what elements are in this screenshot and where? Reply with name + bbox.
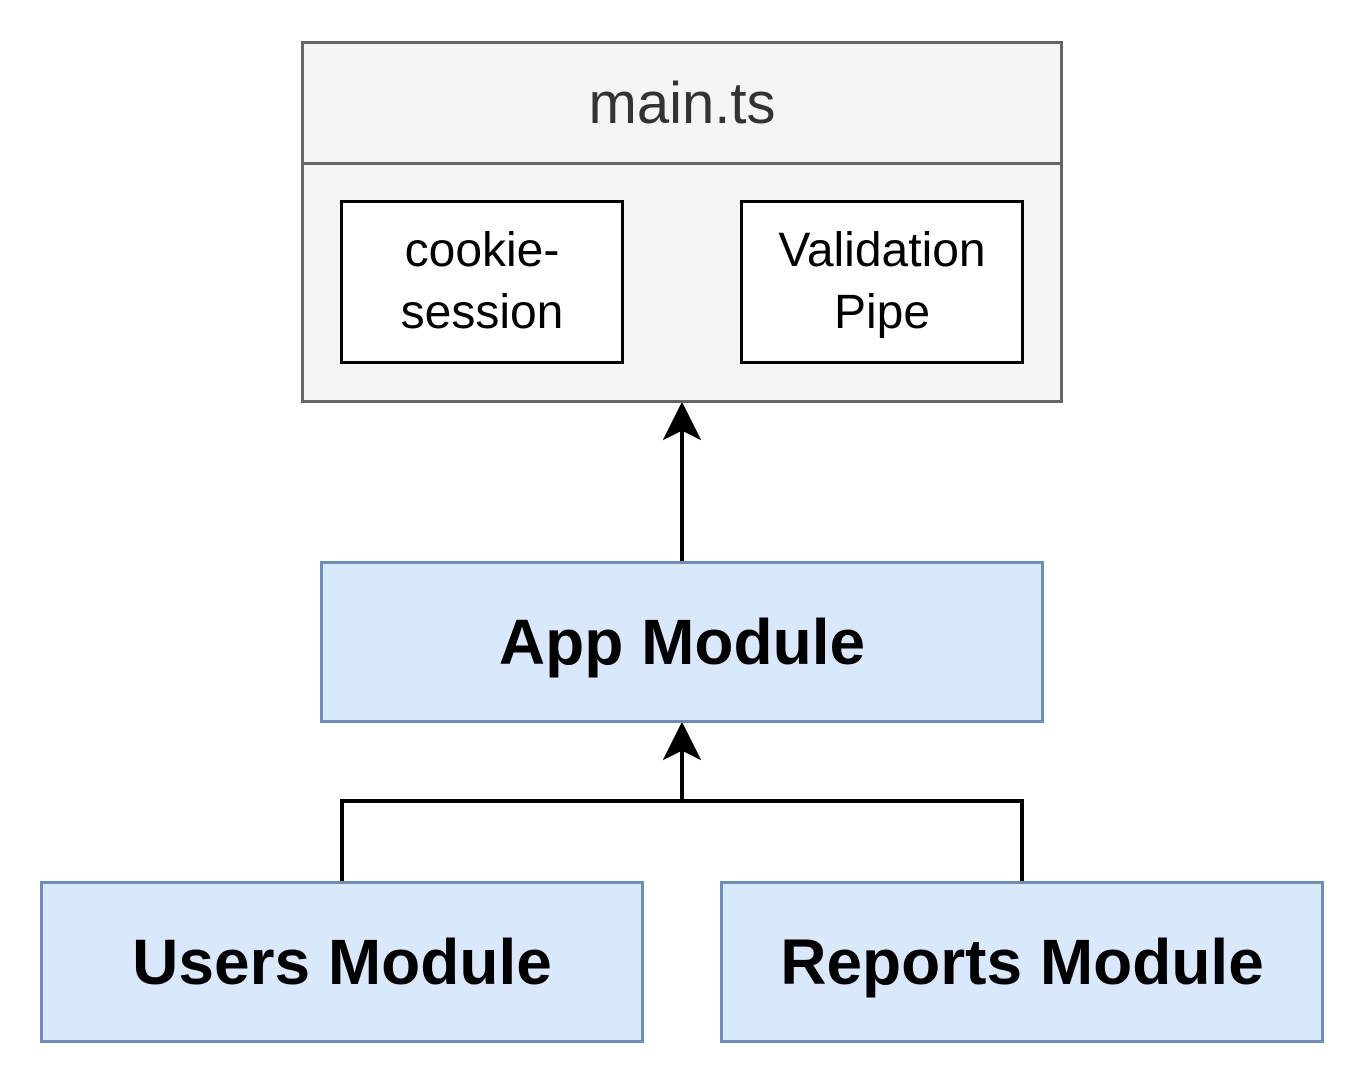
app-module-node: App Module: [320, 561, 1044, 723]
cookie-session-line1: cookie-: [404, 224, 560, 277]
validation-pipe-line2: Pipe: [833, 286, 931, 339]
arrowhead-app-icon: [662, 721, 702, 761]
arrowhead-main-icon: [662, 401, 702, 441]
cookie-session-line2: session: [400, 286, 564, 339]
users-module-node: Users Module: [40, 881, 644, 1043]
edge-reports-to-app: [682, 799, 1024, 881]
cookie-session-node: cookie- session: [340, 200, 624, 364]
validation-pipe-line1: Validation: [778, 224, 986, 277]
validation-pipe-node: Validation Pipe: [740, 200, 1024, 364]
edge-users-to-app: [340, 745, 684, 881]
container-title: main.ts: [304, 44, 1060, 165]
reports-module-node: Reports Module: [720, 881, 1324, 1043]
